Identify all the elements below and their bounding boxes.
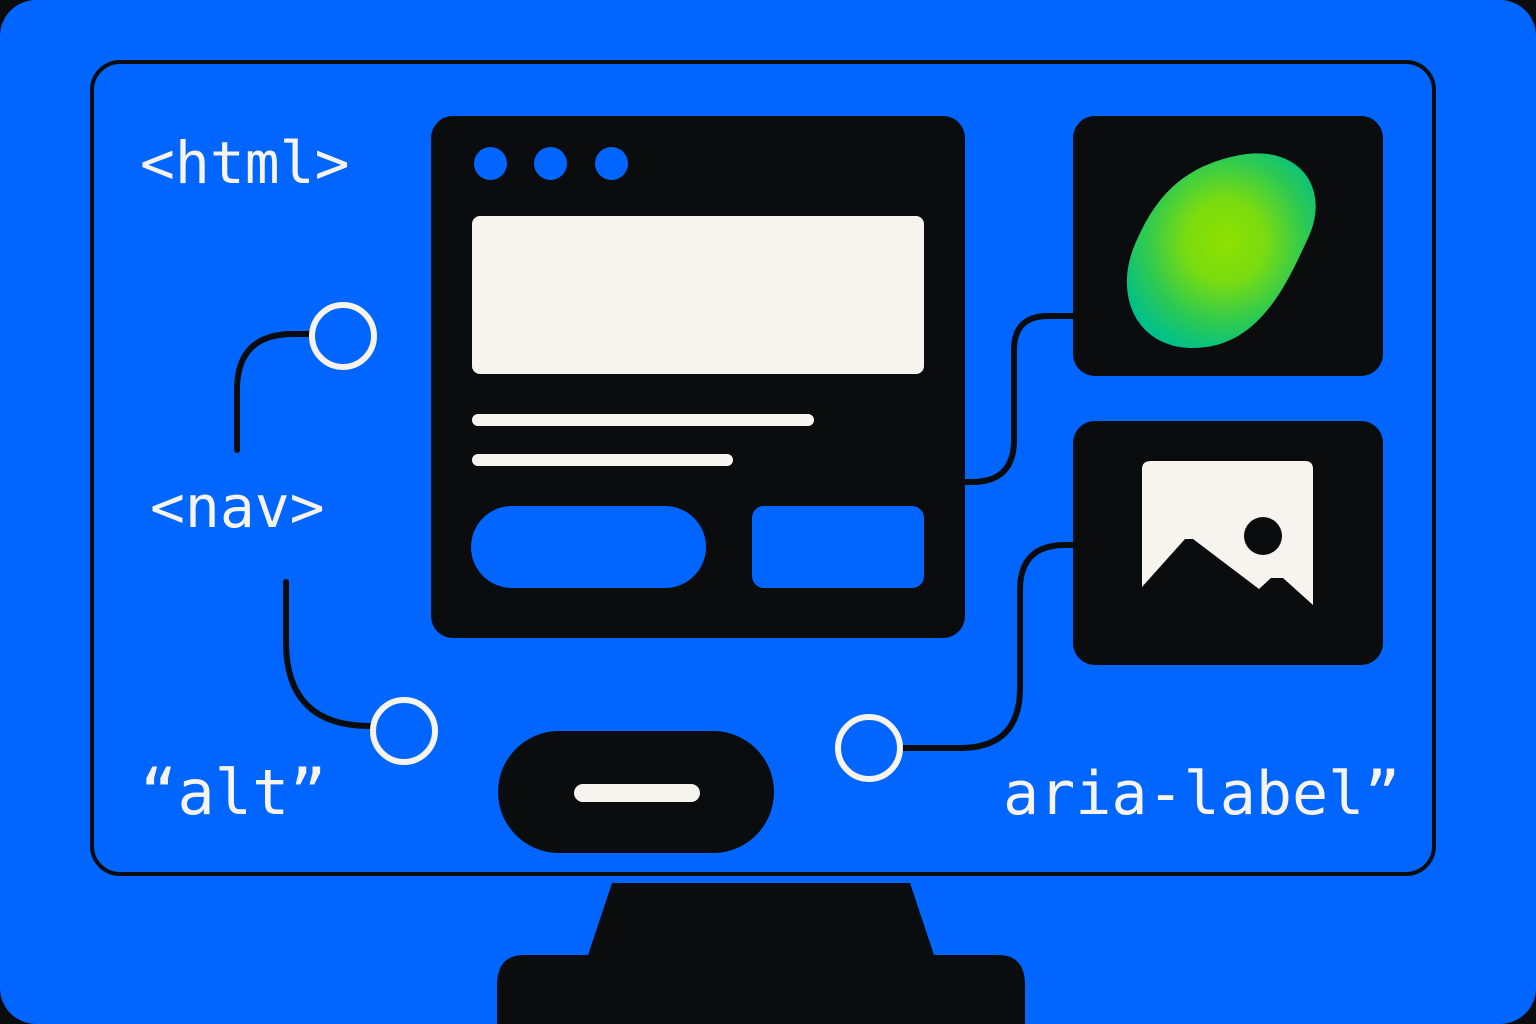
connector-nav-html bbox=[234, 331, 315, 453]
alt-attribute-label: “alt” bbox=[140, 756, 327, 829]
secondary-button-placeholder bbox=[752, 506, 924, 588]
blob-image-card bbox=[1073, 116, 1383, 376]
hero-banner-placeholder bbox=[472, 216, 924, 374]
connector-node-bottom-right bbox=[835, 714, 903, 782]
text-line-1 bbox=[472, 414, 814, 426]
connector-node-top-left bbox=[309, 302, 377, 370]
image-placeholder-card bbox=[1073, 421, 1383, 665]
pill-control-bar bbox=[574, 784, 700, 802]
text-line-2 bbox=[472, 454, 733, 466]
connector-nav-alt bbox=[283, 579, 376, 729]
pill-control-shape bbox=[498, 731, 774, 853]
connector-node-bottom-left bbox=[370, 697, 438, 765]
browser-window-mockup bbox=[431, 116, 965, 638]
connector-browser-blob-card bbox=[962, 313, 1076, 485]
window-dot-2 bbox=[534, 147, 567, 180]
html-tag-label: <html> bbox=[140, 129, 350, 197]
nav-tag-label: <nav> bbox=[150, 473, 325, 541]
window-dot-1 bbox=[474, 147, 507, 180]
monitor-screen-frame bbox=[90, 60, 1436, 876]
primary-button-placeholder bbox=[471, 506, 706, 588]
monitor-stand bbox=[497, 883, 1025, 1024]
aria-label-attribute-label: aria-label” bbox=[1003, 759, 1401, 829]
image-placeholder-icon bbox=[1142, 461, 1313, 605]
gradient-blob-icon bbox=[1126, 153, 1316, 348]
connector-aria-image-card bbox=[897, 542, 1076, 751]
window-dot-3 bbox=[595, 147, 628, 180]
